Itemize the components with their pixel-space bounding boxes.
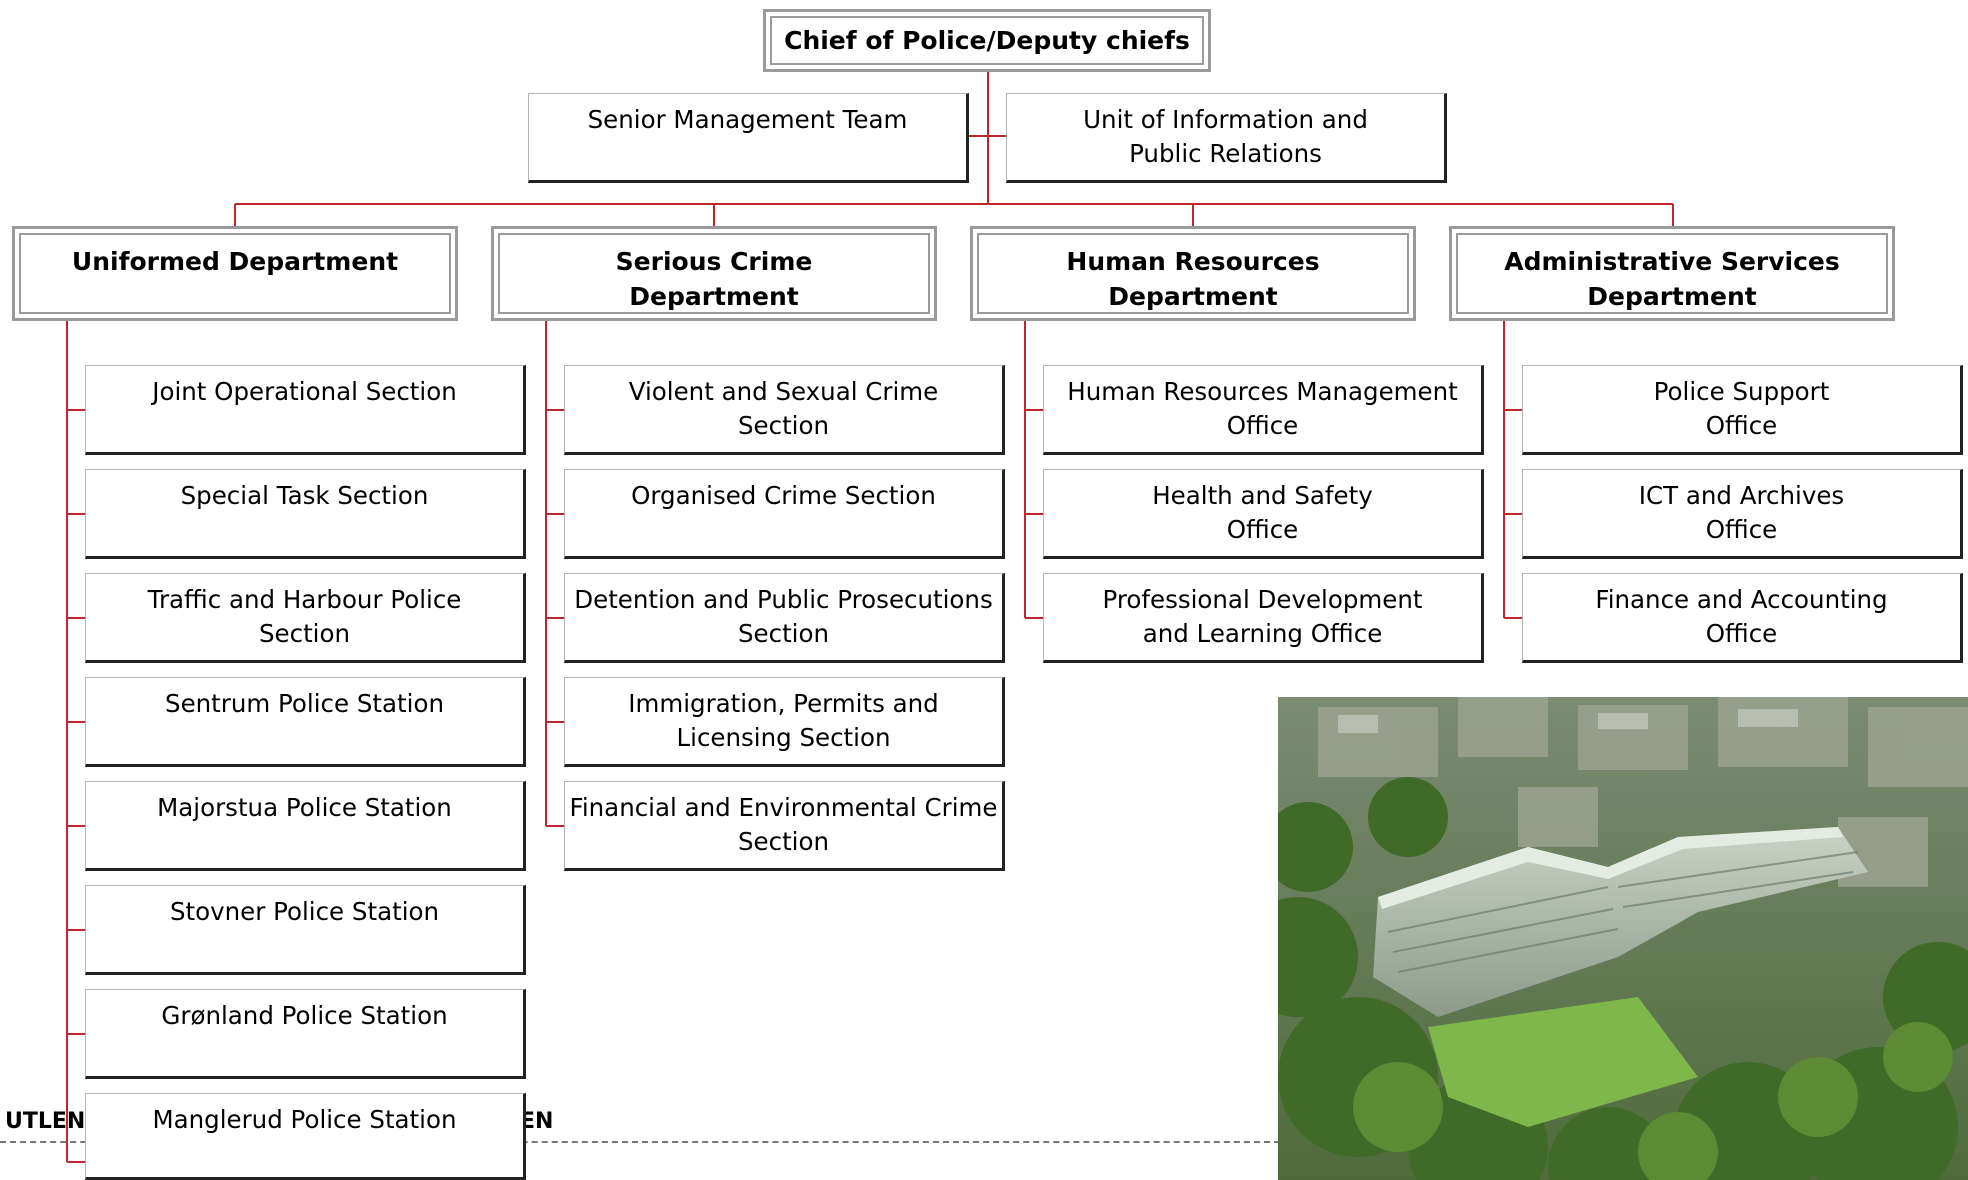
unit-box: Human Resources Management Office: [1043, 365, 1484, 455]
unit-box: Joint Operational Section: [85, 365, 526, 455]
unit-box: Special Task Section: [85, 469, 526, 559]
unit-box: Organised Crime Section: [564, 469, 1005, 559]
senior-management-team-box: Senior Management Team: [528, 93, 969, 183]
dept-human-resources: Human Resources Department: [970, 226, 1416, 321]
unit-box: Traffic and Harbour Police Section: [85, 573, 526, 663]
unit-box: Majorstua Police Station: [85, 781, 526, 871]
unit-box: Health and Safety Office: [1043, 469, 1484, 559]
unit-box: Financial and Environmental Crime Sectio…: [564, 781, 1005, 871]
unit-box: Manglerud Police Station: [85, 1093, 526, 1180]
dept-uniformed-label: Uniformed Department: [19, 233, 451, 314]
unit-box: Violent and Sexual Crime Section: [564, 365, 1005, 455]
chief-of-police-box: Chief of Police/Deputy chiefs: [763, 9, 1211, 72]
chief-of-police-label: Chief of Police/Deputy chiefs: [770, 16, 1204, 65]
information-public-relations-box: Unit of Information and Public Relations: [1006, 93, 1447, 183]
unit-box: Police Support Office: [1522, 365, 1963, 455]
unit-box: ICT and Archives Office: [1522, 469, 1963, 559]
unit-box: Sentrum Police Station: [85, 677, 526, 767]
dept-serious-crime-label: Serious Crime Department: [498, 233, 930, 314]
dept-human-resources-label: Human Resources Department: [977, 233, 1409, 314]
dept-administrative-services: Administrative Services Department: [1449, 226, 1895, 321]
unit-box: Finance and Accounting Office: [1522, 573, 1963, 663]
dept-uniformed: Uniformed Department: [12, 226, 458, 321]
aerial-building-photo: [1278, 697, 1968, 1180]
footer-divider: [0, 1141, 1280, 1143]
unit-box: Professional Development and Learning Of…: [1043, 573, 1484, 663]
unit-box: Immigration, Permits and Licensing Secti…: [564, 677, 1005, 767]
unit-box: Grønland Police Station: [85, 989, 526, 1079]
footer-text-left: UTLEN: [5, 1109, 86, 1134]
dept-serious-crime: Serious Crime Department: [491, 226, 937, 321]
dept-administrative-services-label: Administrative Services Department: [1456, 233, 1888, 314]
unit-box: Stovner Police Station: [85, 885, 526, 975]
unit-box: Detention and Public Prosecutions Sectio…: [564, 573, 1005, 663]
